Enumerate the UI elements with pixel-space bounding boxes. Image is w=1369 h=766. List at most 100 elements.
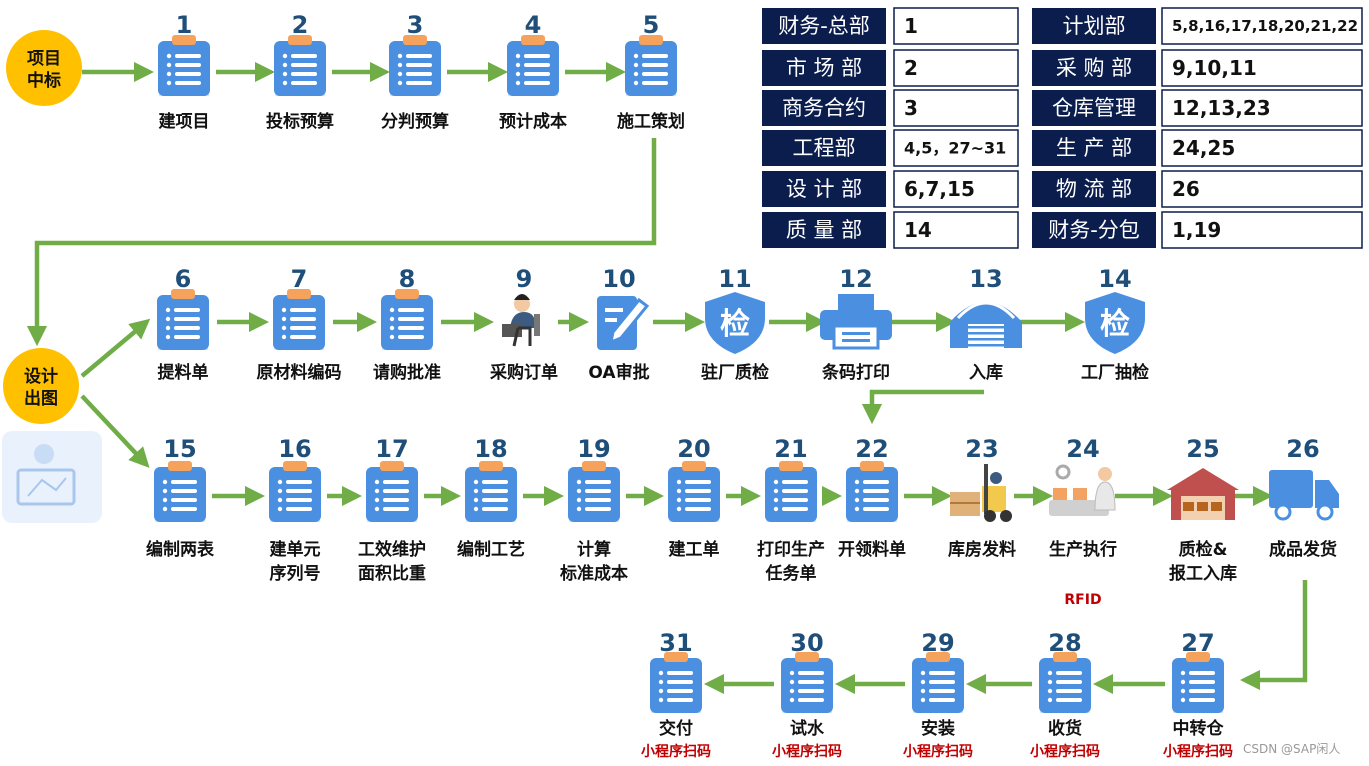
dept-steps-cell [893,211,1019,249]
dept-name-cell [1032,212,1156,248]
clipboard-doc-icon [650,652,702,713]
flow-connectors [26,61,1308,695]
step-number: 25 [1186,435,1219,463]
step-number: 26 [1286,435,1319,463]
dept-name: 采 购 部 [1056,56,1132,80]
blueprint-helmet [34,444,54,464]
step-number: 23 [965,435,998,463]
step-note: RFID [1064,592,1101,608]
dept-name: 计划部 [1063,14,1126,38]
step-number: 19 [577,435,610,463]
step-label: 提料单 [158,362,209,383]
step-label: 任务单 [765,563,817,584]
step-label: 标准成本 [560,563,628,584]
step-label: 工效维护 [358,539,426,560]
dept-name: 质 量 部 [786,218,862,242]
step-label: 预计成本 [499,111,567,132]
dept-steps-cell [893,89,1019,127]
step-label: 报工入库 [1169,563,1237,584]
dept-name: 商务合约 [782,96,866,120]
step-label: 采购订单 [489,362,558,383]
step-label: 开领料单 [838,539,906,560]
dept-steps: 3 [904,96,918,120]
clipboard-doc-icon [568,461,620,522]
clipboard-doc-icon [269,461,321,522]
process-step: 23 库房发料 [948,435,1016,560]
dept-name-cell [762,212,886,248]
step-label: 投标预算 [266,111,334,132]
arrow-26-to-27 [1239,580,1308,691]
start-circle [6,30,82,106]
dept-steps: 6,7,15 [904,177,975,201]
step-label: 试水 [790,718,825,739]
step-note: 小程序扫码 [772,743,842,760]
step-label: 条码打印 [821,362,890,383]
step-label: 库房发料 [948,539,1016,560]
clipboard-doc-icon [381,289,433,350]
arrow-design-to-15 [80,394,150,468]
step-label: 建工单 [669,539,720,560]
watermark: CSDN @SAP闲人 [1243,742,1340,756]
dept-row-left: 质 量 部 14 [762,211,1019,249]
clipboard-doc-icon [274,35,326,96]
process-step: 20 建工单 [668,435,720,560]
svg-text:检: 检 [1100,307,1130,342]
step-note: 小程序扫码 [641,743,711,760]
blueprint-sheet [16,468,76,506]
inspect-shield-icon: 检 [705,292,765,354]
step-note: 小程序扫码 [1030,743,1100,760]
step-label: 安装 [921,718,955,739]
dept-name-cell [1032,50,1156,86]
dept-name-cell [1032,171,1156,207]
clipboard-doc-icon [154,461,206,522]
office-worker-icon [502,294,540,347]
step-label: 分判预算 [381,111,449,132]
dept-steps: 24,25 [1172,136,1235,160]
process-steps: 1建项目2投标预算3分判预算4预计成本5施工策划6提料单7原材料编码8请购批准9… [146,11,1339,760]
step-label: 收货 [1048,718,1082,739]
step-label: 原材料编码 [257,362,342,383]
forklift-icon [950,464,1012,522]
clipboard-doc-icon [781,652,833,713]
dept-steps: 14 [904,218,932,242]
step-number: 24 [1066,435,1099,463]
arrow-design-to-6 [80,318,151,378]
step-number: 20 [677,435,710,463]
clipboard-doc-icon [625,35,677,96]
blueprint-panel [2,431,102,523]
dept-name: 生 产 部 [1056,136,1132,160]
production-line-icon [1049,464,1116,516]
step-number: 22 [855,435,888,463]
clipboard-doc-icon [1172,652,1224,713]
truck-icon [1269,470,1339,521]
step-label: OA审批 [588,362,649,383]
printer-icon [820,294,892,350]
step-number: 8 [399,265,416,293]
step-number: 16 [278,435,311,463]
clipboard-doc-icon [846,461,898,522]
step-label: 建项目 [159,111,210,132]
clipboard-doc-icon [158,35,210,96]
dept-name-cell [762,171,886,207]
dept-steps-cell [1161,49,1363,87]
step-label: 工厂抽检 [1081,362,1149,383]
